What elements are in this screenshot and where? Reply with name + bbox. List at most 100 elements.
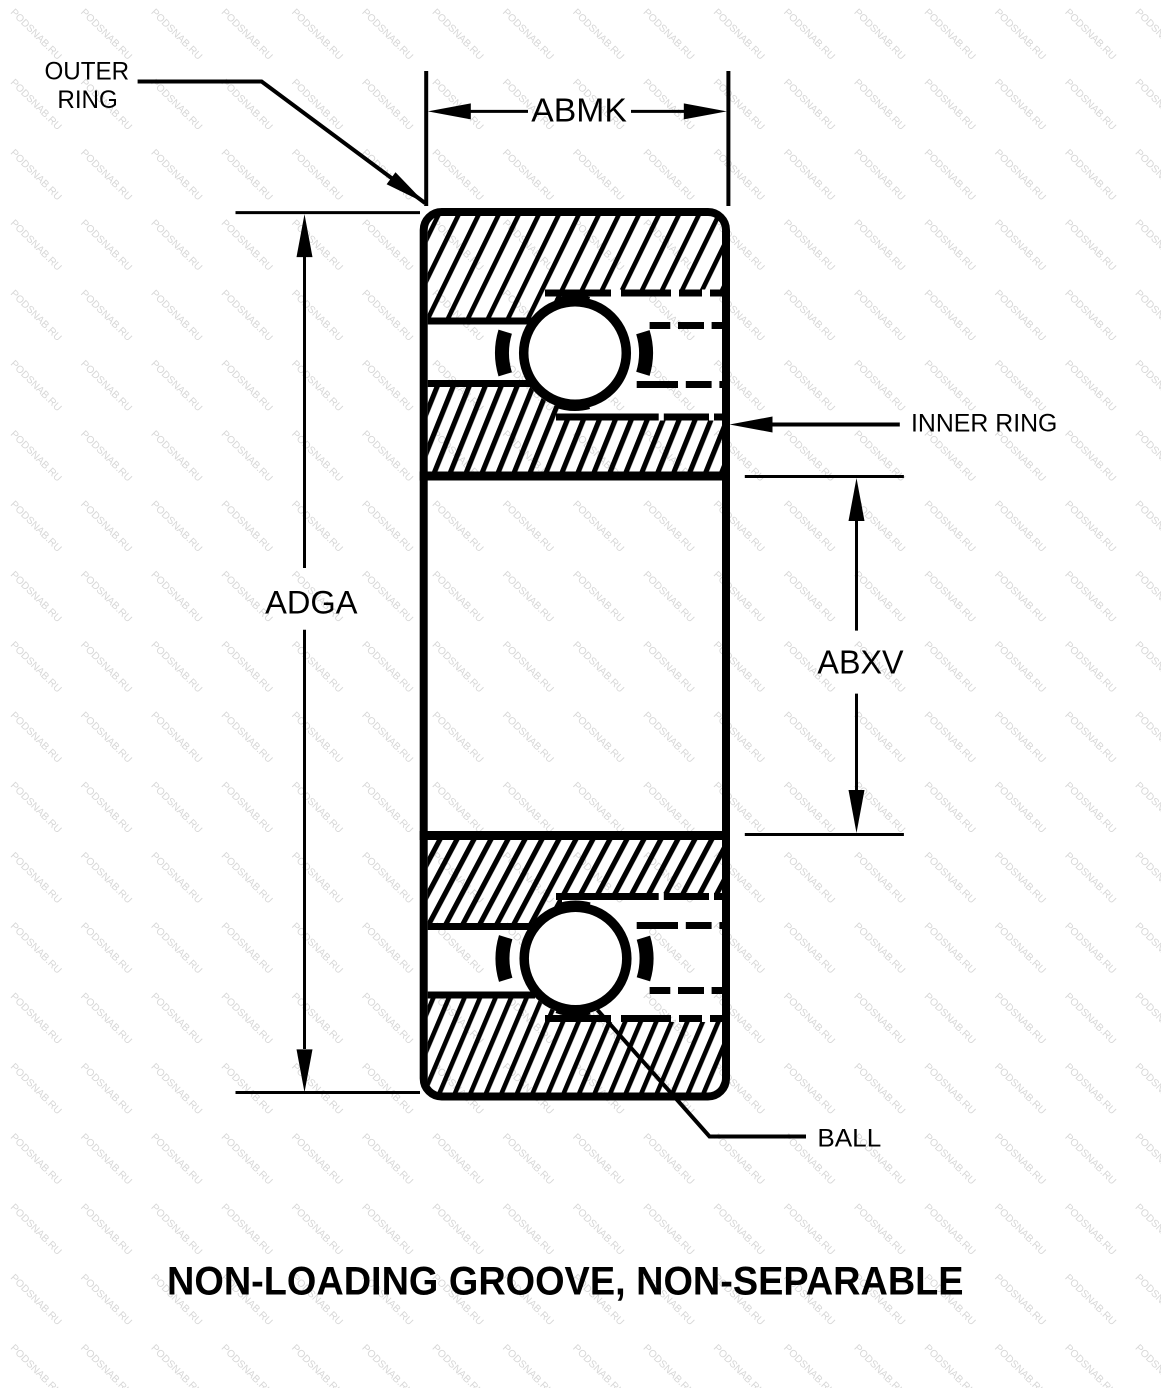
svg-text:PODSNAB.RU: PODSNAB.RU bbox=[289, 640, 344, 695]
svg-text:PODSNAB.RU: PODSNAB.RU bbox=[851, 1062, 906, 1117]
svg-text:PODSNAB.RU: PODSNAB.RU bbox=[1133, 288, 1161, 343]
svg-text:PODSNAB.RU: PODSNAB.RU bbox=[8, 359, 63, 414]
svg-text:RING: RING bbox=[57, 86, 118, 114]
svg-text:PODSNAB.RU: PODSNAB.RU bbox=[289, 7, 344, 62]
svg-text:PODSNAB.RU: PODSNAB.RU bbox=[78, 1132, 133, 1187]
svg-text:PODSNAB.RU: PODSNAB.RU bbox=[359, 288, 414, 343]
svg-text:PODSNAB.RU: PODSNAB.RU bbox=[992, 77, 1047, 132]
svg-text:PODSNAB.RU: PODSNAB.RU bbox=[289, 780, 344, 835]
svg-text:PODSNAB.RU: PODSNAB.RU bbox=[1062, 288, 1117, 343]
svg-text:PODSNAB.RU: PODSNAB.RU bbox=[8, 1062, 63, 1117]
svg-text:PODSNAB.RU: PODSNAB.RU bbox=[851, 7, 906, 62]
svg-text:PODSNAB.RU: PODSNAB.RU bbox=[430, 148, 485, 203]
svg-text:PODSNAB.RU: PODSNAB.RU bbox=[219, 991, 274, 1046]
svg-text:PODSNAB.RU: PODSNAB.RU bbox=[359, 851, 414, 906]
svg-text:PODSNAB.RU: PODSNAB.RU bbox=[148, 1132, 203, 1187]
svg-text:PODSNAB.RU: PODSNAB.RU bbox=[570, 1202, 625, 1257]
svg-text:PODSNAB.RU: PODSNAB.RU bbox=[781, 218, 836, 273]
svg-text:PODSNAB.RU: PODSNAB.RU bbox=[992, 359, 1047, 414]
svg-text:ABXV: ABXV bbox=[817, 644, 903, 681]
svg-text:PODSNAB.RU: PODSNAB.RU bbox=[1133, 851, 1161, 906]
svg-text:PODSNAB.RU: PODSNAB.RU bbox=[922, 1062, 977, 1117]
svg-text:PODSNAB.RU: PODSNAB.RU bbox=[711, 1202, 766, 1257]
svg-text:PODSNAB.RU: PODSNAB.RU bbox=[851, 288, 906, 343]
svg-text:PODSNAB.RU: PODSNAB.RU bbox=[641, 1343, 696, 1388]
svg-text:PODSNAB.RU: PODSNAB.RU bbox=[1133, 710, 1161, 765]
svg-text:PODSNAB.RU: PODSNAB.RU bbox=[1133, 780, 1161, 835]
svg-text:PODSNAB.RU: PODSNAB.RU bbox=[711, 148, 766, 203]
svg-text:PODSNAB.RU: PODSNAB.RU bbox=[289, 288, 344, 343]
svg-text:PODSNAB.RU: PODSNAB.RU bbox=[711, 1343, 766, 1388]
svg-text:PODSNAB.RU: PODSNAB.RU bbox=[8, 569, 63, 624]
svg-text:PODSNAB.RU: PODSNAB.RU bbox=[148, 1343, 203, 1388]
svg-text:PODSNAB.RU: PODSNAB.RU bbox=[992, 499, 1047, 554]
svg-text:PODSNAB.RU: PODSNAB.RU bbox=[8, 780, 63, 835]
svg-text:PODSNAB.RU: PODSNAB.RU bbox=[711, 7, 766, 62]
svg-text:PODSNAB.RU: PODSNAB.RU bbox=[992, 1343, 1047, 1388]
svg-text:PODSNAB.RU: PODSNAB.RU bbox=[8, 640, 63, 695]
svg-text:PODSNAB.RU: PODSNAB.RU bbox=[1133, 148, 1161, 203]
svg-text:PODSNAB.RU: PODSNAB.RU bbox=[8, 148, 63, 203]
svg-text:PODSNAB.RU: PODSNAB.RU bbox=[922, 499, 977, 554]
svg-text:PODSNAB.RU: PODSNAB.RU bbox=[992, 288, 1047, 343]
svg-text:INNER RING: INNER RING bbox=[911, 410, 1057, 438]
svg-text:PODSNAB.RU: PODSNAB.RU bbox=[289, 851, 344, 906]
svg-text:PODSNAB.RU: PODSNAB.RU bbox=[1133, 640, 1161, 695]
svg-text:PODSNAB.RU: PODSNAB.RU bbox=[1133, 569, 1161, 624]
svg-text:PODSNAB.RU: PODSNAB.RU bbox=[1062, 77, 1117, 132]
svg-text:PODSNAB.RU: PODSNAB.RU bbox=[78, 148, 133, 203]
svg-text:PODSNAB.RU: PODSNAB.RU bbox=[289, 1202, 344, 1257]
svg-text:PODSNAB.RU: PODSNAB.RU bbox=[1133, 1272, 1161, 1327]
svg-text:PODSNAB.RU: PODSNAB.RU bbox=[851, 77, 906, 132]
svg-text:PODSNAB.RU: PODSNAB.RU bbox=[148, 218, 203, 273]
svg-text:PODSNAB.RU: PODSNAB.RU bbox=[289, 710, 344, 765]
svg-text:PODSNAB.RU: PODSNAB.RU bbox=[1062, 359, 1117, 414]
svg-text:PODSNAB.RU: PODSNAB.RU bbox=[781, 1343, 836, 1388]
svg-text:PODSNAB.RU: PODSNAB.RU bbox=[78, 780, 133, 835]
svg-text:PODSNAB.RU: PODSNAB.RU bbox=[78, 1202, 133, 1257]
svg-text:PODSNAB.RU: PODSNAB.RU bbox=[148, 499, 203, 554]
svg-text:PODSNAB.RU: PODSNAB.RU bbox=[851, 569, 906, 624]
svg-text:PODSNAB.RU: PODSNAB.RU bbox=[781, 77, 836, 132]
svg-text:PODSNAB.RU: PODSNAB.RU bbox=[922, 77, 977, 132]
svg-text:PODSNAB.RU: PODSNAB.RU bbox=[992, 1272, 1047, 1327]
svg-text:PODSNAB.RU: PODSNAB.RU bbox=[570, 640, 625, 695]
svg-text:PODSNAB.RU: PODSNAB.RU bbox=[992, 991, 1047, 1046]
svg-text:PODSNAB.RU: PODSNAB.RU bbox=[289, 499, 344, 554]
svg-text:PODSNAB.RU: PODSNAB.RU bbox=[992, 1202, 1047, 1257]
svg-text:PODSNAB.RU: PODSNAB.RU bbox=[1062, 499, 1117, 554]
svg-text:PODSNAB.RU: PODSNAB.RU bbox=[641, 710, 696, 765]
svg-text:PODSNAB.RU: PODSNAB.RU bbox=[570, 710, 625, 765]
svg-text:PODSNAB.RU: PODSNAB.RU bbox=[219, 640, 274, 695]
svg-text:PODSNAB.RU: PODSNAB.RU bbox=[359, 710, 414, 765]
svg-text:PODSNAB.RU: PODSNAB.RU bbox=[78, 499, 133, 554]
svg-text:PODSNAB.RU: PODSNAB.RU bbox=[8, 991, 63, 1046]
svg-text:PODSNAB.RU: PODSNAB.RU bbox=[922, 1132, 977, 1187]
svg-text:PODSNAB.RU: PODSNAB.RU bbox=[359, 569, 414, 624]
svg-text:PODSNAB.RU: PODSNAB.RU bbox=[781, 569, 836, 624]
svg-text:PODSNAB.RU: PODSNAB.RU bbox=[8, 288, 63, 343]
svg-text:PODSNAB.RU: PODSNAB.RU bbox=[711, 1132, 766, 1187]
svg-text:PODSNAB.RU: PODSNAB.RU bbox=[1062, 640, 1117, 695]
svg-text:BALL: BALL bbox=[817, 1124, 881, 1152]
svg-text:PODSNAB.RU: PODSNAB.RU bbox=[8, 218, 63, 273]
svg-text:PODSNAB.RU: PODSNAB.RU bbox=[359, 780, 414, 835]
svg-text:PODSNAB.RU: PODSNAB.RU bbox=[992, 851, 1047, 906]
svg-text:PODSNAB.RU: PODSNAB.RU bbox=[430, 1343, 485, 1388]
svg-text:PODSNAB.RU: PODSNAB.RU bbox=[922, 780, 977, 835]
svg-text:PODSNAB.RU: PODSNAB.RU bbox=[430, 77, 485, 132]
svg-text:PODSNAB.RU: PODSNAB.RU bbox=[78, 1062, 133, 1117]
svg-text:PODSNAB.RU: PODSNAB.RU bbox=[359, 359, 414, 414]
svg-text:PODSNAB.RU: PODSNAB.RU bbox=[1062, 1132, 1117, 1187]
svg-text:PODSNAB.RU: PODSNAB.RU bbox=[219, 1202, 274, 1257]
svg-text:PODSNAB.RU: PODSNAB.RU bbox=[1062, 429, 1117, 484]
svg-text:PODSNAB.RU: PODSNAB.RU bbox=[570, 1132, 625, 1187]
svg-text:PODSNAB.RU: PODSNAB.RU bbox=[922, 851, 977, 906]
svg-text:PODSNAB.RU: PODSNAB.RU bbox=[711, 77, 766, 132]
svg-text:PODSNAB.RU: PODSNAB.RU bbox=[8, 77, 63, 132]
svg-text:PODSNAB.RU: PODSNAB.RU bbox=[219, 1132, 274, 1187]
svg-text:PODSNAB.RU: PODSNAB.RU bbox=[922, 710, 977, 765]
svg-text:PODSNAB.RU: PODSNAB.RU bbox=[500, 499, 555, 554]
svg-text:PODSNAB.RU: PODSNAB.RU bbox=[359, 1132, 414, 1187]
svg-text:PODSNAB.RU: PODSNAB.RU bbox=[922, 1202, 977, 1257]
